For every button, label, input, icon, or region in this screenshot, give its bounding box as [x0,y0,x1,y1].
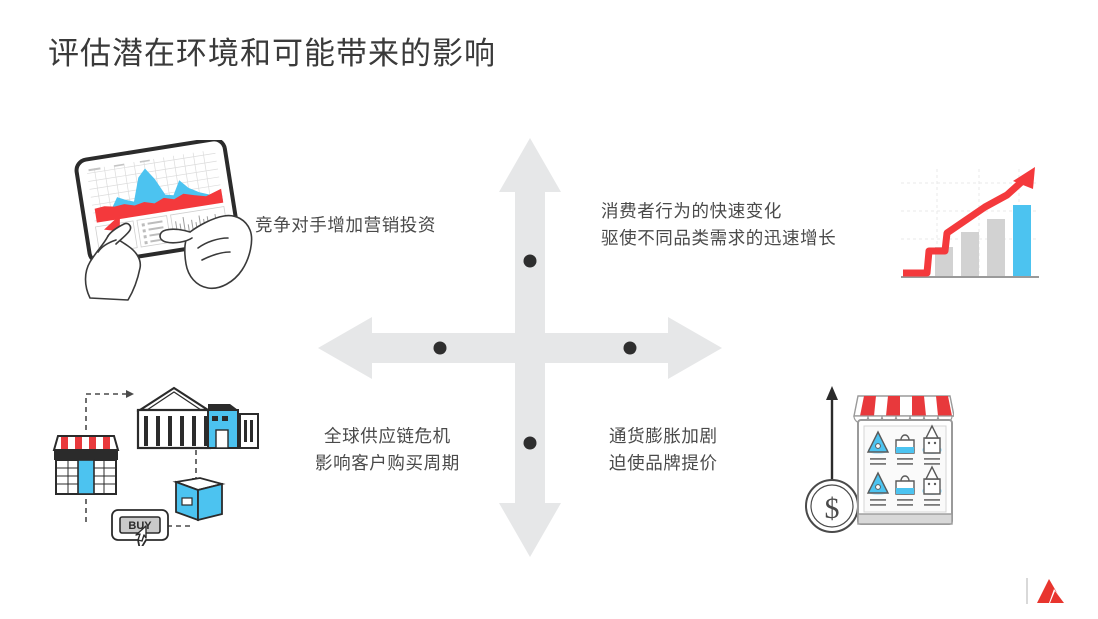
quadrant-label-bottom-left-line-1: 全球供应链危机 [324,426,451,446]
page-title: 评估潜在环境和可能带来的影响 [48,36,496,71]
shop-glyph [52,435,120,495]
dot-left [433,341,447,355]
quadrant-label-top-right: 消费者行为的快速变化 驱使不同品类需求的迅速增长 [601,198,836,252]
growth-bar-3-highlight [1013,205,1031,277]
quadrant-label-top-left: 竞争对手增加营销投资 [255,212,436,239]
supply-chain-cycle-icon: BUY [50,374,272,546]
product-row-2 [866,465,942,506]
quadrant-label-bottom-left: 全球供应链危机 影响客户购买周期 [315,423,460,477]
storefront-glyph [853,395,954,525]
logo-divider [1026,578,1028,604]
quadrant-label-bottom-right-line-1: 通货膨胀加剧 [609,426,718,446]
footer-branding [1026,576,1082,606]
tablet-analytics-hands-icon [62,140,267,305]
quadrant-cross-diagram [310,130,730,565]
quadrant-label-bottom-right: 通货膨胀加剧 迫使品牌提价 [609,423,718,477]
quadrant-label-top-right-line-2: 驱使不同品类需求的迅速增长 [601,228,837,248]
buy-button-glyph: BUY [111,509,169,546]
dot-bottom [523,436,537,450]
dot-top [523,254,537,268]
dot-right [623,341,637,355]
brand-mountain-logo [1037,579,1065,603]
quadrant-label-bottom-left-line-2: 影响客户购买周期 [315,453,460,473]
quadrant-label-bottom-right-line-2: 迫使品牌提价 [609,453,718,473]
growth-bar-2 [987,219,1005,277]
warehouse-glyph [136,386,259,450]
quadrant-label-top-right-line-1: 消费者行为的快速变化 [601,201,782,221]
dollar-coin-symbol: $ [825,492,840,525]
dollar-coin-glyph: $ [805,479,859,533]
quadrant-label-top-left-line-1: 竞争对手增加营销投资 [255,215,436,235]
growth-chart-arrow-icon [893,163,1045,303]
growth-bar-1 [961,232,979,277]
box-glyph [172,477,226,522]
product-row-1 [866,424,942,465]
storefront-price-rise-icon: $ [802,378,954,540]
